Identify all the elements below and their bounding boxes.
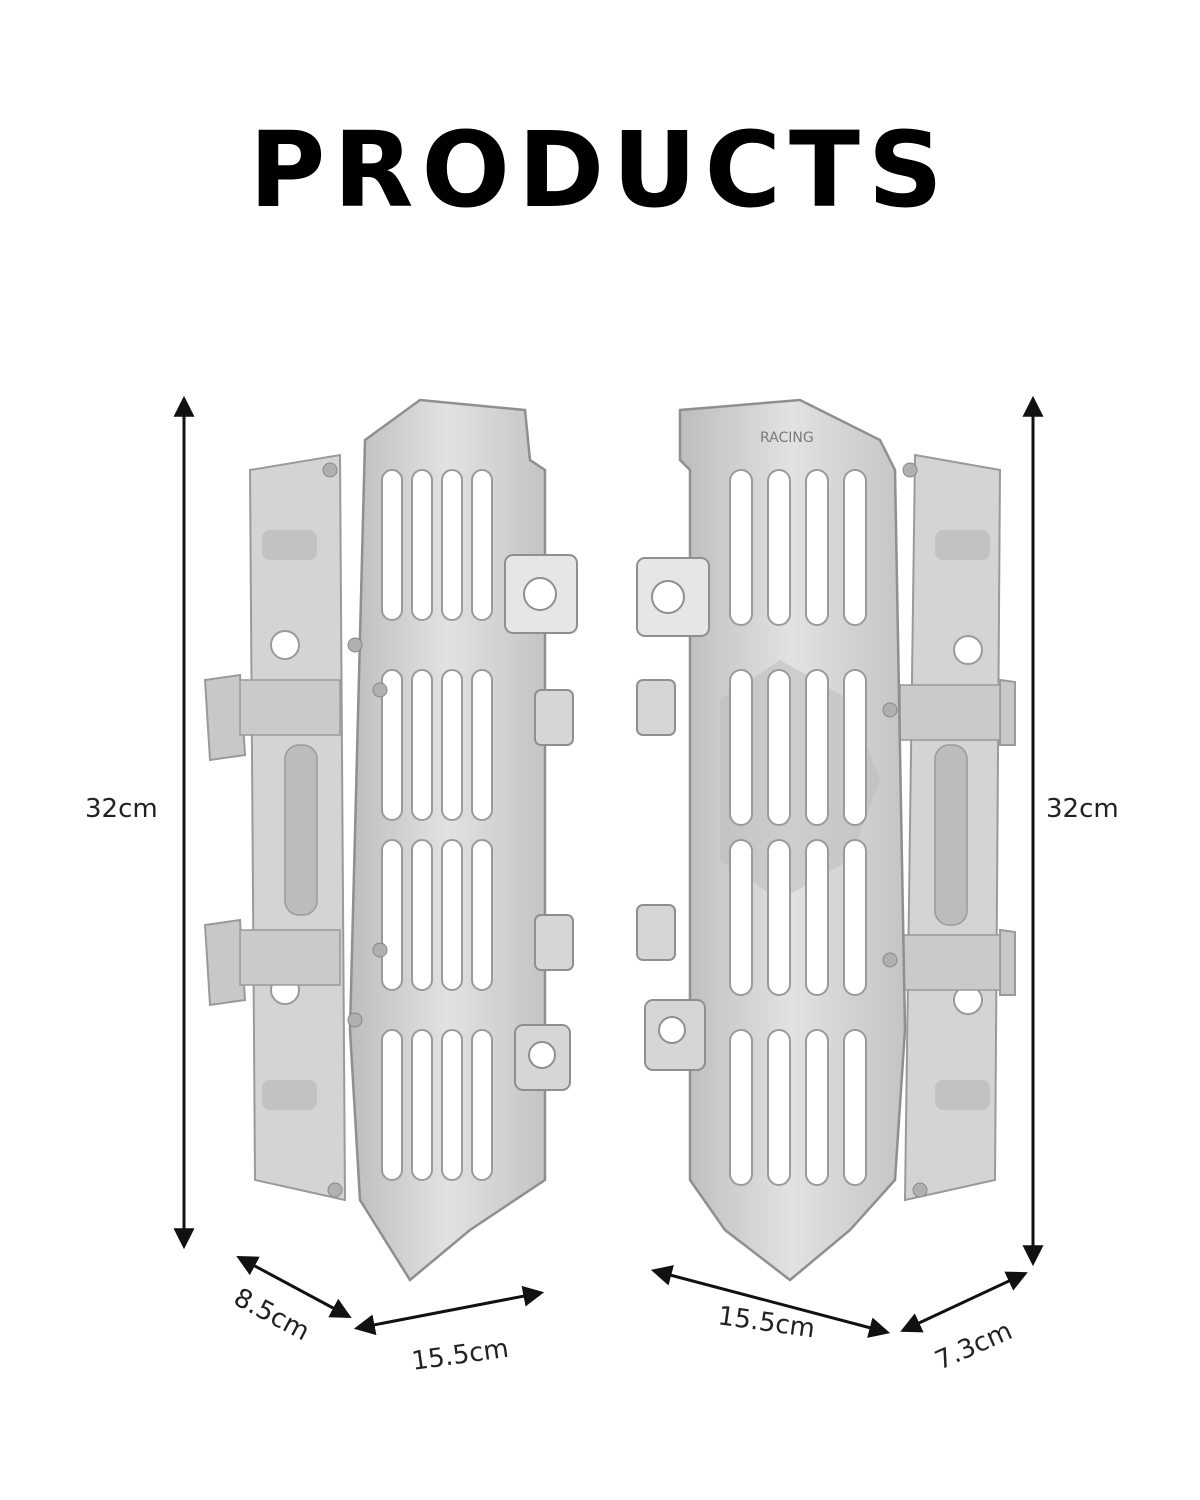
left-depth-arrow [236, 1256, 352, 1318]
right-radiator-guard: RACING [636, 398, 1016, 1282]
left-width-arrow [353, 1285, 545, 1336]
right-width-arrow [650, 1265, 891, 1338]
left-radiator-guard [203, 398, 578, 1282]
right-height-label: 32cm [1046, 794, 1119, 824]
right-depth-arrow [900, 1271, 1028, 1333]
left-width-label: 15.5cm [410, 1334, 511, 1377]
left-height-label: 32cm [85, 794, 158, 824]
right-width-label: 15.5cm [716, 1301, 817, 1344]
brand-engraving: RACING [760, 430, 814, 446]
page-title: PRODUCTS [249, 109, 951, 231]
right-depth-label: 7.3cm [931, 1316, 1017, 1376]
